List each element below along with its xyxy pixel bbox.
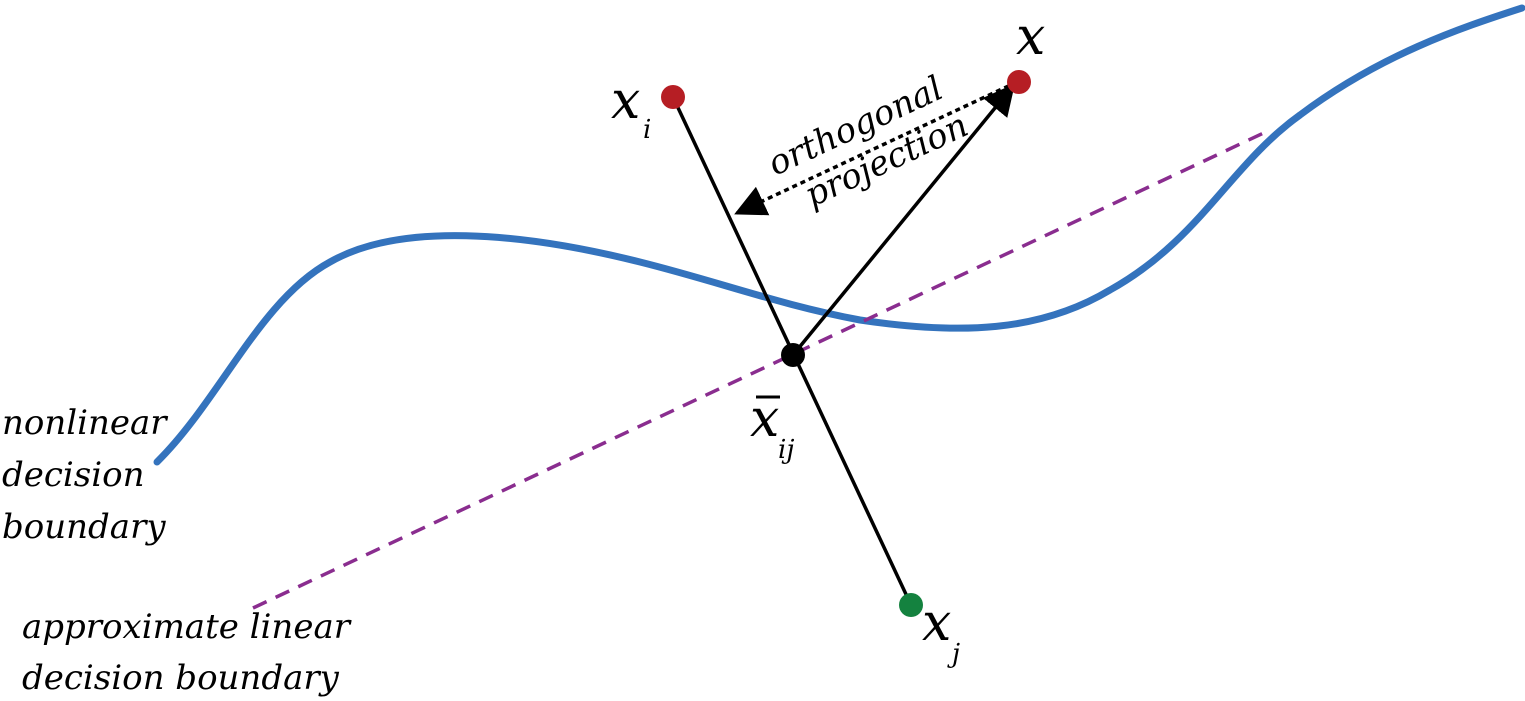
nonlinear-decision-boundary xyxy=(153,4,1525,466)
vector-midpoint-to-x xyxy=(791,83,1015,357)
nonlinear-label-line3: boundary xyxy=(2,507,166,547)
label-x-i: x xyxy=(611,71,640,131)
label-x-bar-subscript: ij xyxy=(778,435,794,465)
projection-label: orthogonal projection xyxy=(762,68,974,215)
label-x-bar: x xyxy=(750,389,779,449)
label-x: x xyxy=(1016,7,1045,67)
point-x-i xyxy=(661,85,685,109)
orthogonal-projection-arrow xyxy=(734,80,1018,216)
label-x-i-subscript: i xyxy=(643,115,651,145)
point-x-j xyxy=(899,593,923,617)
linear-label-line1: approximate linear xyxy=(22,607,352,647)
linear-label-line2: decision boundary xyxy=(22,658,340,698)
nonlinear-label-line1: nonlinear xyxy=(2,403,168,443)
linear-decision-boundary xyxy=(252,128,1271,610)
nonlinear-label-line2: decision xyxy=(2,455,145,495)
point-x xyxy=(1007,70,1031,94)
label-x-j: x xyxy=(922,593,951,653)
point-midpoint xyxy=(781,343,805,367)
